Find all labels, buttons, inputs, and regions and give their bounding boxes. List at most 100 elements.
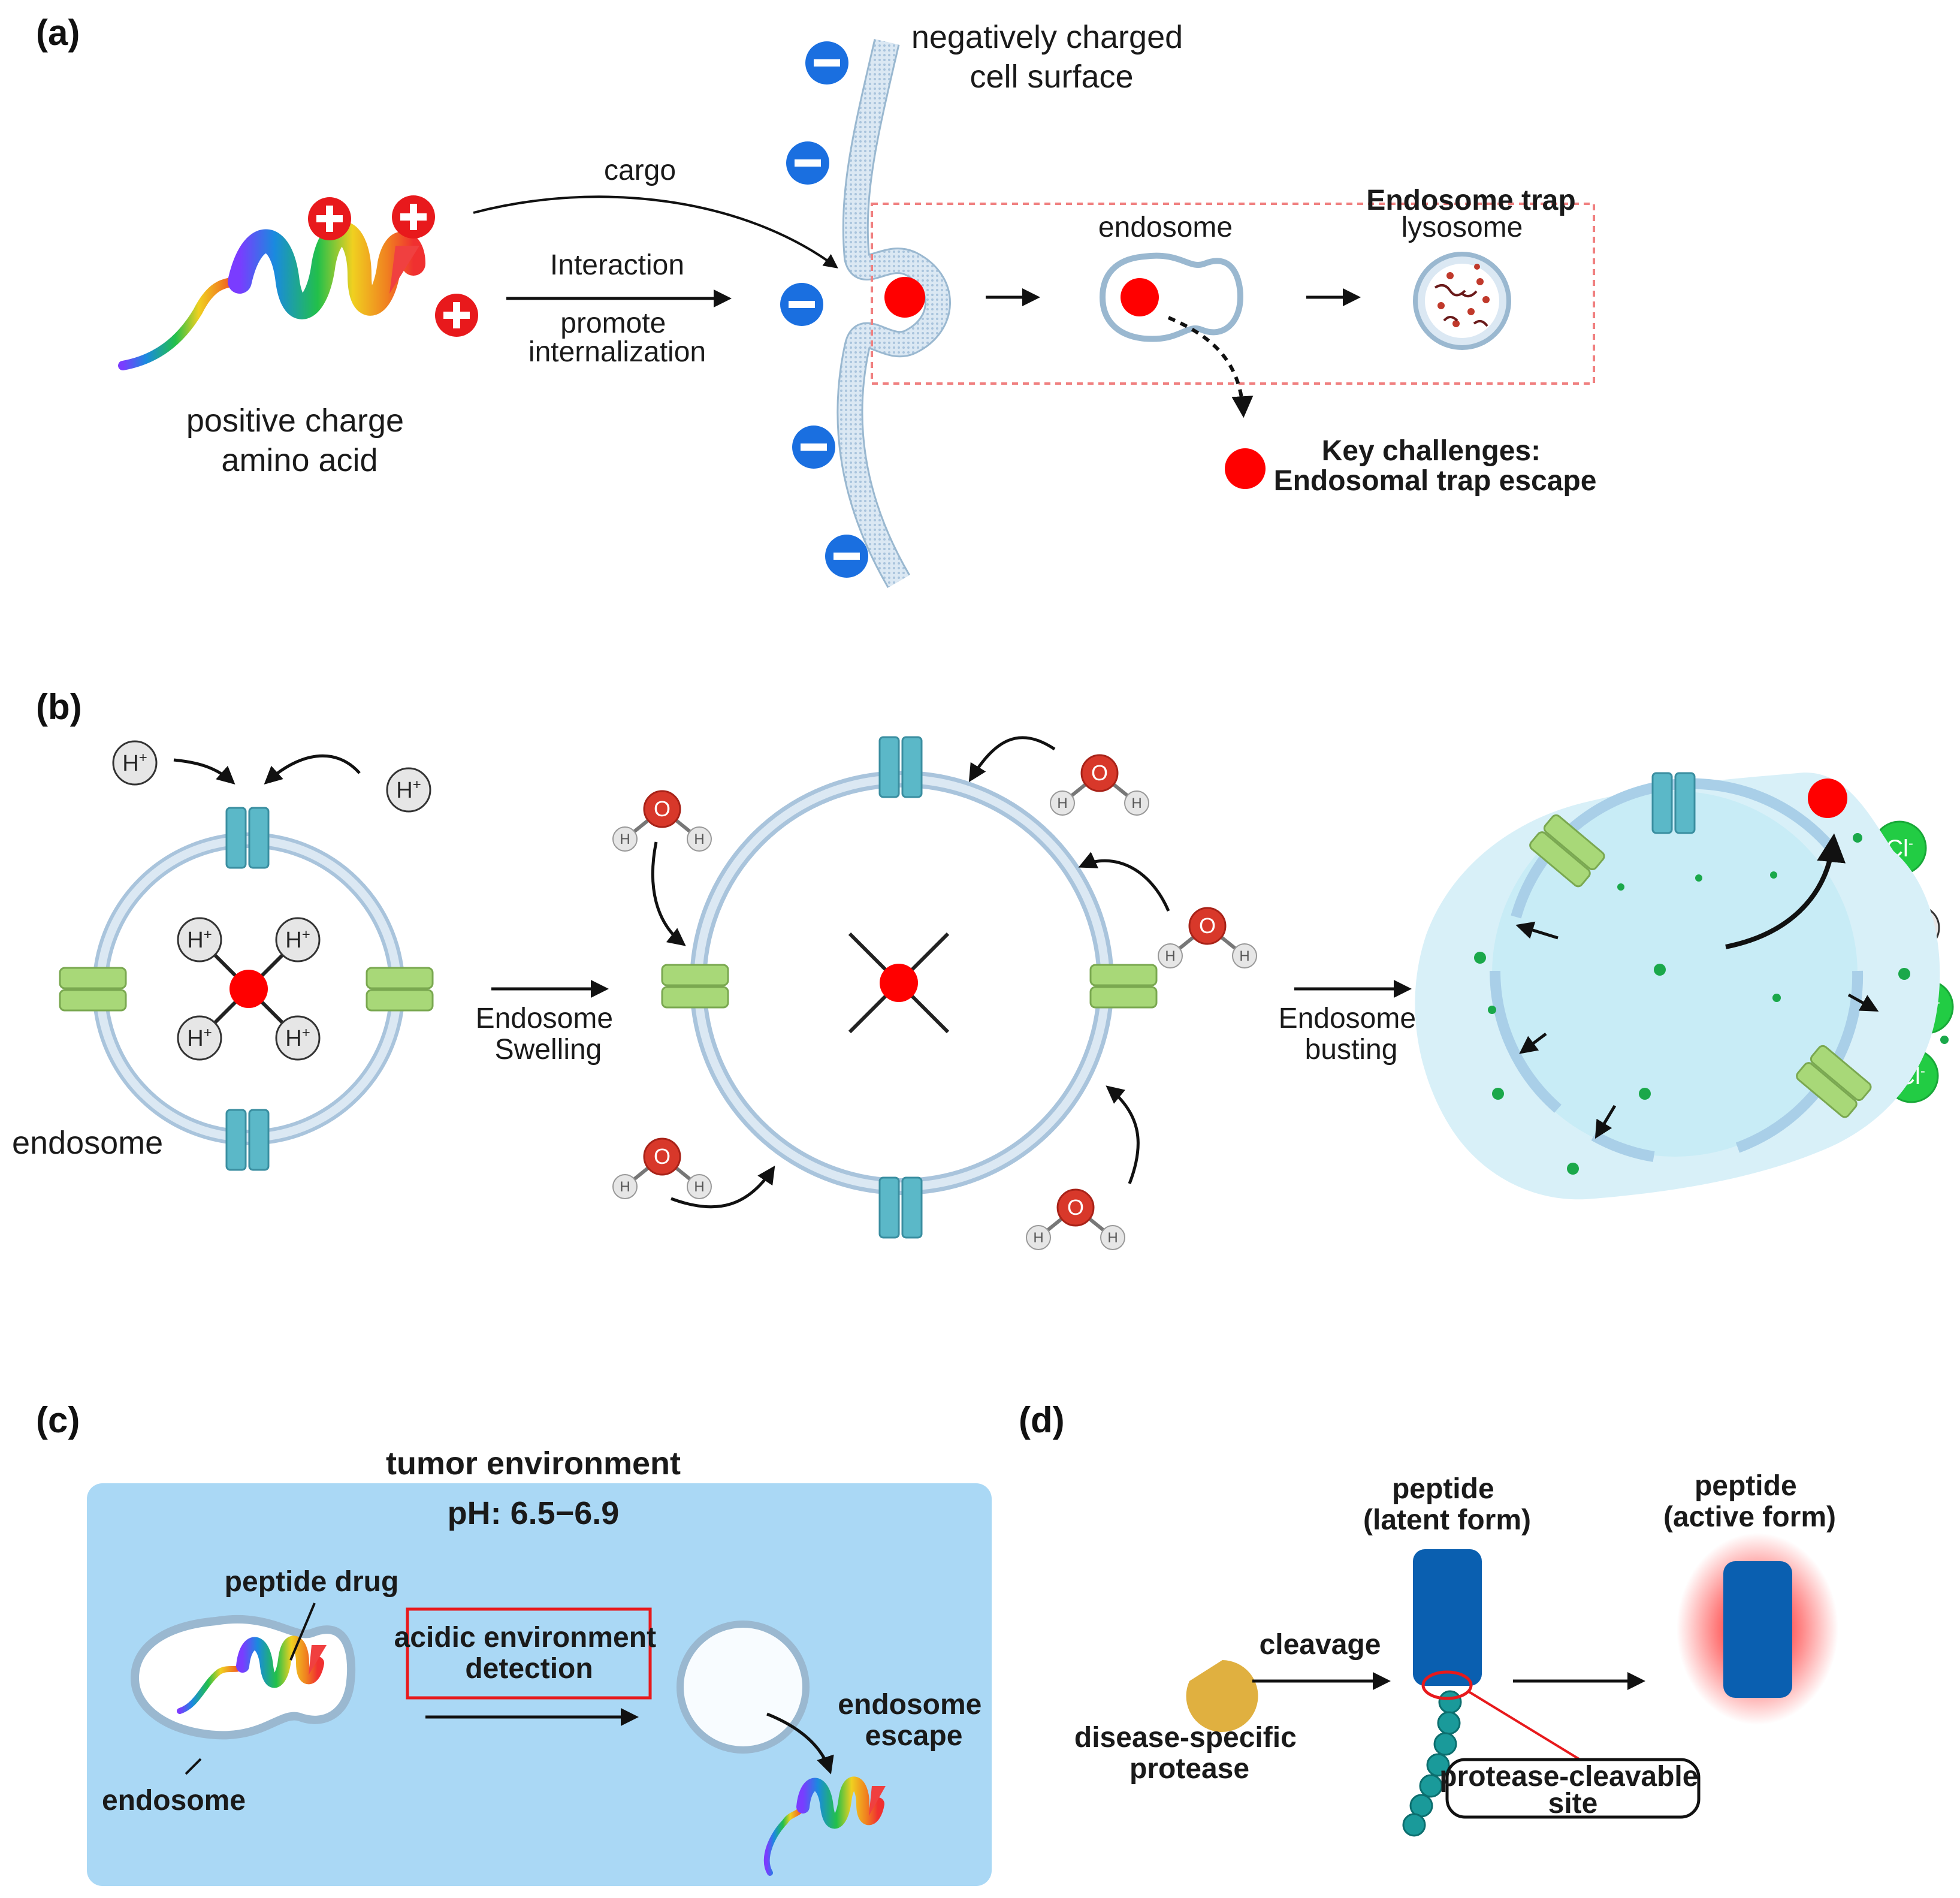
minus-icon (786, 141, 829, 185)
hydrogen-symbol: H (1033, 1230, 1043, 1246)
cationic-peptide (118, 221, 425, 370)
minus-icon (792, 426, 835, 469)
latent-peptide-label: peptide (latent form) (1363, 1473, 1531, 1536)
panel-a: (a) positive charge amino acid cargo Int… (36, 13, 1597, 589)
hydrogen-symbol: H (1165, 948, 1175, 964)
cargo-dot (880, 964, 918, 1002)
proton-entry-arrow (173, 758, 235, 784)
escaped-cargo-dot (1225, 448, 1266, 489)
proton-channel (878, 1176, 923, 1239)
cargo-dot (229, 970, 268, 1008)
minus-icon (805, 41, 848, 85)
hydrogen-symbol: H (1057, 795, 1067, 811)
oxygen-symbol: O (1067, 1195, 1084, 1220)
water-icon: H H O (612, 790, 712, 852)
proton-icon: H+ (275, 1015, 321, 1061)
cleavable-site-callout (1445, 1758, 1701, 1819)
endosome-b1 (59, 807, 434, 1171)
protease-icon (1186, 1660, 1258, 1732)
negative-charges (780, 41, 868, 578)
transporter (1529, 814, 1605, 888)
plus-icon (435, 294, 478, 337)
endosome-b2 (661, 736, 1158, 1239)
ion-symbol: H+ (396, 777, 421, 803)
peptide-chain (1402, 1690, 1462, 1837)
proton-icon: H+ (112, 740, 158, 786)
lysosome-label: lysosome (1402, 212, 1523, 243)
panel-d-tag: (d) (1019, 1400, 1065, 1440)
ion-symbol: H+ (285, 1025, 310, 1051)
minus-icon (780, 283, 823, 326)
peptide-drug-label: peptide drug (225, 1566, 399, 1598)
ion-symbol: H+ (122, 750, 147, 776)
cleavage-label: cleavage (1260, 1629, 1381, 1661)
lysosome (1413, 252, 1511, 350)
transporter (1089, 964, 1158, 1009)
ion-symbol: H+ (187, 1025, 212, 1051)
cell-surface-label: negatively charged cell surface (911, 19, 1192, 95)
water-icon: H H O (1158, 907, 1257, 968)
proton-icon: H+ (386, 767, 431, 813)
proton-channel (878, 736, 923, 798)
cargo-dot (884, 277, 925, 318)
hydrogen-symbol: H (620, 1179, 630, 1195)
escape-dashed-arrow (1167, 316, 1254, 418)
escape-arrow-c (766, 1712, 834, 1775)
active-peptide-label: peptide (active form) (1663, 1470, 1836, 1533)
escaped-peptide (763, 1776, 886, 1876)
water-entry-arrows (651, 736, 1170, 1209)
endosome-label-b: endosome (12, 1125, 163, 1161)
peptide-label: positive charge amino acid (186, 403, 413, 478)
proton-channel (1651, 772, 1696, 834)
swelling-label: Endosome Swelling (476, 1003, 621, 1066)
cleavable-site-label: protease-cleavable site (1439, 1761, 1707, 1819)
busting-label: Endosome busting (1279, 1003, 1424, 1066)
proton-icon: H+ (275, 917, 321, 962)
cargo-dot (1121, 278, 1159, 316)
transporter (366, 967, 434, 1012)
escaped-cargo-dot (1808, 778, 1847, 818)
cargo-escape-arrow (1725, 833, 1846, 949)
transporter (59, 967, 127, 1012)
endosome-trap-box (871, 203, 1595, 385)
peptide-helix (228, 221, 425, 319)
plus-icon (308, 197, 351, 240)
endosome-c1 (130, 1615, 356, 1740)
endosome-c2 (677, 1621, 810, 1754)
peptide-arrowhead (389, 246, 419, 294)
active-peptide (1723, 1561, 1792, 1698)
oxygen-symbol: O (654, 1144, 671, 1169)
oxygen-symbol: O (654, 796, 671, 821)
hydrogen-symbol: H (620, 831, 630, 847)
hydrogen-symbol: H (1131, 795, 1141, 811)
plus-icon (392, 195, 435, 239)
internalization-label: promote internalization (528, 307, 706, 368)
cleavage-site-pointer (1467, 1690, 1583, 1762)
hydrogen-symbol: H (1107, 1230, 1118, 1246)
ph-label: pH: 6.5−6.9 (448, 1495, 620, 1531)
endosome-label-a: endosome (1098, 212, 1233, 243)
peptide-drug-pointer (289, 1603, 316, 1661)
ion-symbol: H+ (187, 927, 212, 953)
cell-membrane (836, 39, 951, 589)
detection-box (406, 1607, 652, 1700)
proton-channel (225, 1109, 270, 1171)
hydrogen-symbol: H (694, 831, 704, 847)
positive-charges (308, 195, 478, 337)
peptide-tail (118, 277, 244, 370)
transporter (1796, 1045, 1872, 1118)
endosome-trap-title: Endosome trap (1366, 185, 1575, 216)
challenge-label: Key challenges: Endosomal trap escape (1274, 435, 1597, 497)
oxygen-symbol: O (1199, 913, 1216, 938)
proton-icon: H+ (177, 917, 222, 962)
cargo-label: cargo (604, 155, 676, 186)
endosome-a (1099, 252, 1244, 342)
proton-icon: H+ (177, 1015, 222, 1061)
proton-channel (225, 807, 270, 869)
ion-leak-arrows (1515, 921, 1879, 1139)
hydrogen-symbol: H (1239, 948, 1249, 964)
latent-peptide (1413, 1549, 1482, 1686)
